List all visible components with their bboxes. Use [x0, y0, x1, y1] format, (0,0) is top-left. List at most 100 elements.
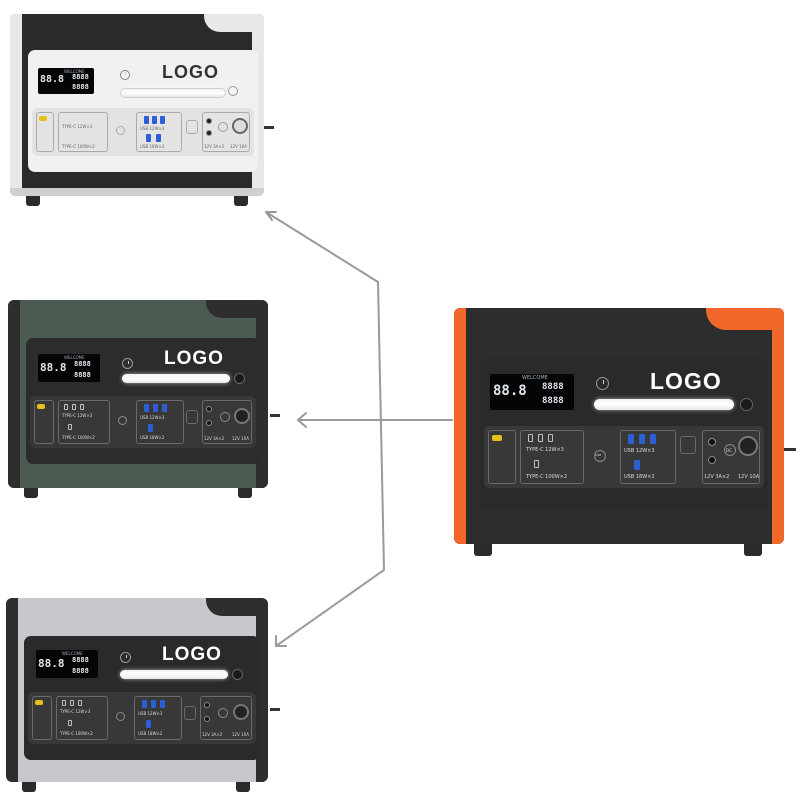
typec-bottom-label: TYPE-C 100W×2 [62, 435, 95, 440]
usb-top-label: USB 12W×3 [140, 126, 165, 131]
power-button-icon[interactable] [120, 70, 130, 80]
dc-toggle-box[interactable] [186, 410, 198, 424]
typec-top-label: TYPE-C 12W×3 [60, 709, 91, 714]
typec-port[interactable] [62, 700, 66, 706]
typec-bottom-label: TYPE-C 100W×2 [60, 731, 93, 736]
typec-port[interactable] [78, 700, 82, 706]
car-socket-port[interactable] [738, 436, 758, 456]
usb-a-port[interactable] [162, 404, 167, 412]
car-socket-port[interactable] [234, 408, 250, 424]
usb-toggle-button[interactable] [594, 450, 606, 462]
dc-jack-button[interactable] [218, 122, 228, 132]
power-button-icon[interactable] [122, 358, 133, 369]
typec-port[interactable] [68, 720, 72, 726]
dc-5521-port[interactable] [204, 716, 210, 722]
side-plug [270, 708, 280, 711]
typec-group [520, 430, 584, 484]
side-panel-left [10, 14, 22, 196]
dc-toggle-box[interactable] [184, 706, 196, 720]
xt60-port[interactable] [35, 700, 43, 705]
usb-button-label: USB [595, 453, 602, 457]
xt60-port[interactable] [492, 435, 502, 441]
usb-a-port[interactable] [144, 116, 149, 124]
side-panel-left [454, 308, 466, 544]
brand-logo: LOGO [162, 644, 222, 665]
front-panel: 88.8 WELCOME 8888 8888 LOGO TYPE-C 12W×3… [26, 338, 260, 464]
usb-top-label: USB 12W×3 [624, 448, 655, 454]
dc-group [202, 400, 252, 444]
usb-a-port[interactable] [650, 434, 656, 444]
usb-toggle-button[interactable] [118, 416, 127, 425]
dc-jack-button[interactable] [218, 708, 228, 718]
typec-port[interactable] [528, 434, 533, 442]
usb-group [620, 430, 676, 484]
dc-small-label: 12V 3A×2 [204, 144, 225, 149]
dc-5521-port[interactable] [206, 406, 212, 412]
dc-toggle-box[interactable] [186, 120, 198, 134]
side-plug [270, 414, 280, 417]
usb-a-port[interactable] [634, 460, 640, 470]
brand-logo: LOGO [162, 62, 219, 82]
front-panel: 88.8 WELCOME 8888 8888 LOGO TYPE-C 12W×3… [480, 358, 768, 508]
usb-a-port[interactable] [639, 434, 645, 444]
usb-a-port[interactable] [160, 116, 165, 124]
typec-port[interactable] [80, 404, 84, 410]
led-light-bar [594, 399, 734, 410]
arrowhead-white [265, 211, 277, 221]
foot [24, 488, 38, 498]
typec-bottom-label: TYPE-C 100W×2 [62, 144, 95, 149]
usb-a-port[interactable] [151, 700, 156, 708]
dc-5521-port[interactable] [204, 702, 210, 708]
typec-port[interactable] [64, 404, 68, 410]
side-plug [784, 448, 796, 451]
lcd-readout-bottom: 8888 [72, 83, 89, 91]
solar-input-box [32, 696, 52, 740]
usb-a-port[interactable] [160, 700, 165, 708]
foot [236, 782, 250, 792]
car-socket-port[interactable] [233, 704, 249, 720]
usb-a-port[interactable] [156, 134, 161, 142]
power-station-silver: 88.8 WELCOME 8888 8888 LOGO TYPE-C 12W×3… [6, 598, 280, 792]
usb-toggle-button[interactable] [116, 126, 125, 135]
usb-a-port[interactable] [144, 404, 149, 412]
dc-jack-button[interactable] [724, 444, 736, 456]
xt60-port[interactable] [37, 404, 45, 409]
dc-5521-port[interactable] [708, 456, 716, 464]
xt60-port[interactable] [39, 116, 47, 121]
car-socket-port[interactable] [232, 118, 248, 134]
dc-jack-button[interactable] [220, 412, 230, 422]
usb-group [136, 400, 184, 444]
typec-port[interactable] [538, 434, 543, 442]
lcd-display: 88.8 WELCOME 8888 8888 [36, 650, 98, 678]
power-button-icon[interactable] [120, 652, 131, 663]
typec-port[interactable] [68, 424, 72, 430]
usb-a-port[interactable] [152, 116, 157, 124]
dc-5521-port[interactable] [708, 438, 716, 446]
dc-toggle-box[interactable] [680, 436, 696, 454]
light-button-icon[interactable] [234, 373, 245, 384]
power-button-icon[interactable] [596, 377, 609, 390]
typec-bottom-label: TYPE-C 100W×2 [526, 474, 568, 480]
port-area: TYPE-C 12W×3 TYPE-C 100W×2 USB USB 12W×3… [484, 426, 764, 488]
light-button-icon[interactable] [228, 86, 238, 96]
dc-5521-port[interactable] [206, 130, 212, 136]
usb-a-port[interactable] [146, 720, 151, 728]
usb-a-port[interactable] [146, 134, 151, 142]
usb-a-port[interactable] [148, 424, 153, 432]
usb-a-port[interactable] [628, 434, 634, 444]
top-handle [206, 300, 256, 318]
dc-5521-port[interactable] [206, 118, 212, 124]
lcd-big-digits: 88.8 [38, 657, 65, 670]
light-button-icon[interactable] [740, 398, 753, 411]
typec-port[interactable] [72, 404, 76, 410]
light-button-icon[interactable] [232, 669, 243, 680]
dc-5521-port[interactable] [206, 420, 212, 426]
usb-a-port[interactable] [142, 700, 147, 708]
led-light-bar [120, 670, 228, 679]
usb-toggle-button[interactable] [116, 712, 125, 721]
typec-port[interactable] [548, 434, 553, 442]
typec-port[interactable] [70, 700, 74, 706]
power-station-orange: 88.8 WELCOME 8888 8888 LOGO TYPE-C 12W×3… [454, 308, 796, 556]
usb-a-port[interactable] [153, 404, 158, 412]
typec-port[interactable] [534, 460, 539, 468]
